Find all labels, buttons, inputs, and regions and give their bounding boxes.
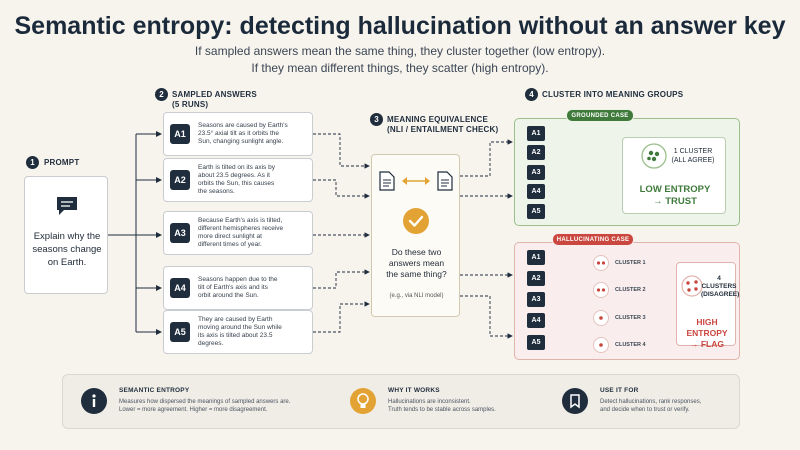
step-1-label: PROMPT xyxy=(44,158,80,167)
grounded-cluster-count: 1 CLUSTER(ALL AGREE) xyxy=(671,148,715,164)
grounded-result-card: 1 CLUSTER(ALL AGREE) LOW ENTROPY→ TRUST xyxy=(622,137,726,214)
bookmark-icon xyxy=(562,388,588,414)
grounded-item: A5 xyxy=(527,204,545,219)
grounded-case-pill: GROUNDED CASE xyxy=(566,109,634,122)
subtitle-line-1: If sampled answers mean the same thing, … xyxy=(194,44,606,58)
single-cluster-icon xyxy=(641,143,667,169)
footer-text-why-it-works: Hallucinations are inconsistent.Truth te… xyxy=(388,399,496,413)
scattered-clusters-icon xyxy=(681,275,703,297)
answer-badge: A5 xyxy=(170,322,190,342)
step-1-number: 1 xyxy=(26,156,39,169)
footer-heading-why-it-works: WHY IT WORKS xyxy=(388,387,440,394)
prompt-card: Explain why the seasons change on Earth. xyxy=(24,176,108,294)
step-4-number: 4 xyxy=(525,88,538,101)
chat-bubble-icon xyxy=(57,197,77,215)
grounded-item: A2 xyxy=(527,145,545,160)
check-circle-icon xyxy=(403,208,429,234)
hallucinating-item: A5 xyxy=(527,335,545,350)
step-3-number: 3 xyxy=(370,113,383,126)
nli-note: (e.g., via NLI model) xyxy=(389,293,444,299)
step-3-label: MEANING EQUIVALENCE (NLI / ENTAILMENT CH… xyxy=(387,115,499,134)
hallucinating-result-card: 4 CLUSTERS(DISAGREE) HIGH ENTROPY→ FLAG xyxy=(676,262,740,349)
answer-badge: A4 xyxy=(170,278,190,298)
document-icon xyxy=(437,171,453,191)
hallucinating-item: A3 xyxy=(527,292,545,307)
hallucinating-outcome: HIGH ENTROPY→ FLAG xyxy=(686,317,728,349)
prompt-text: Explain why the seasons change on Earth. xyxy=(32,231,102,268)
grounded-item: A4 xyxy=(527,184,545,199)
step-2-label: SAMPLED ANSWERS (5 RUNS) xyxy=(172,90,257,109)
hallucinating-item: A1 xyxy=(527,250,545,265)
footer-heading-semantic-entropy: SEMANTIC ENTROPY xyxy=(119,387,190,394)
step-2-number: 2 xyxy=(155,88,168,101)
info-icon xyxy=(81,388,107,414)
cluster-label: CLUSTER 4 xyxy=(615,342,646,348)
hallucinating-case-pill: HALLUCINATING CASE xyxy=(552,233,634,246)
subtitle-line-2: If they mean different things, they scat… xyxy=(251,61,549,75)
grounded-outcome: LOW ENTROPY→ TRUST xyxy=(639,184,711,207)
answer-text: Because Earth's axis is tilted,different… xyxy=(198,217,284,248)
step-4-label: CLUSTER INTO MEANING GROUPS xyxy=(542,90,684,99)
answer-badge: A1 xyxy=(170,124,190,144)
cluster-dots-icons xyxy=(593,255,609,353)
hallucinating-item: A2 xyxy=(527,271,545,286)
swap-arrows-icon xyxy=(402,177,430,185)
answer-badge: A2 xyxy=(170,170,190,190)
lightbulb-icon xyxy=(350,388,376,414)
cluster-label: CLUSTER 3 xyxy=(615,315,646,321)
cluster-label: CLUSTER 2 xyxy=(615,287,646,293)
hallucinating-cluster-count: 4 CLUSTERS(DISAGREE) xyxy=(701,275,740,298)
answer-badge: A3 xyxy=(170,223,190,243)
grounded-item: A1 xyxy=(527,126,545,141)
page-title: Semantic entropy: detecting hallucinatio… xyxy=(14,12,786,40)
footer-heading-use-it-for: USE IT FOR xyxy=(600,387,639,394)
grounded-item: A3 xyxy=(527,165,545,180)
answer-card-a3: A3 Because Earth's axis is tilted,differ… xyxy=(163,211,313,255)
cluster-label: CLUSTER 1 xyxy=(615,260,646,266)
footer-text-use-it-for: Detect hallucinations, rank responses,an… xyxy=(600,399,702,413)
document-icon xyxy=(379,171,395,191)
footer-panel: SEMANTIC ENTROPY Measures how dispersed … xyxy=(62,374,740,429)
hallucinating-item: A4 xyxy=(527,313,545,328)
footer-text-semantic-entropy: Measures how dispersed the meanings of s… xyxy=(119,399,291,413)
